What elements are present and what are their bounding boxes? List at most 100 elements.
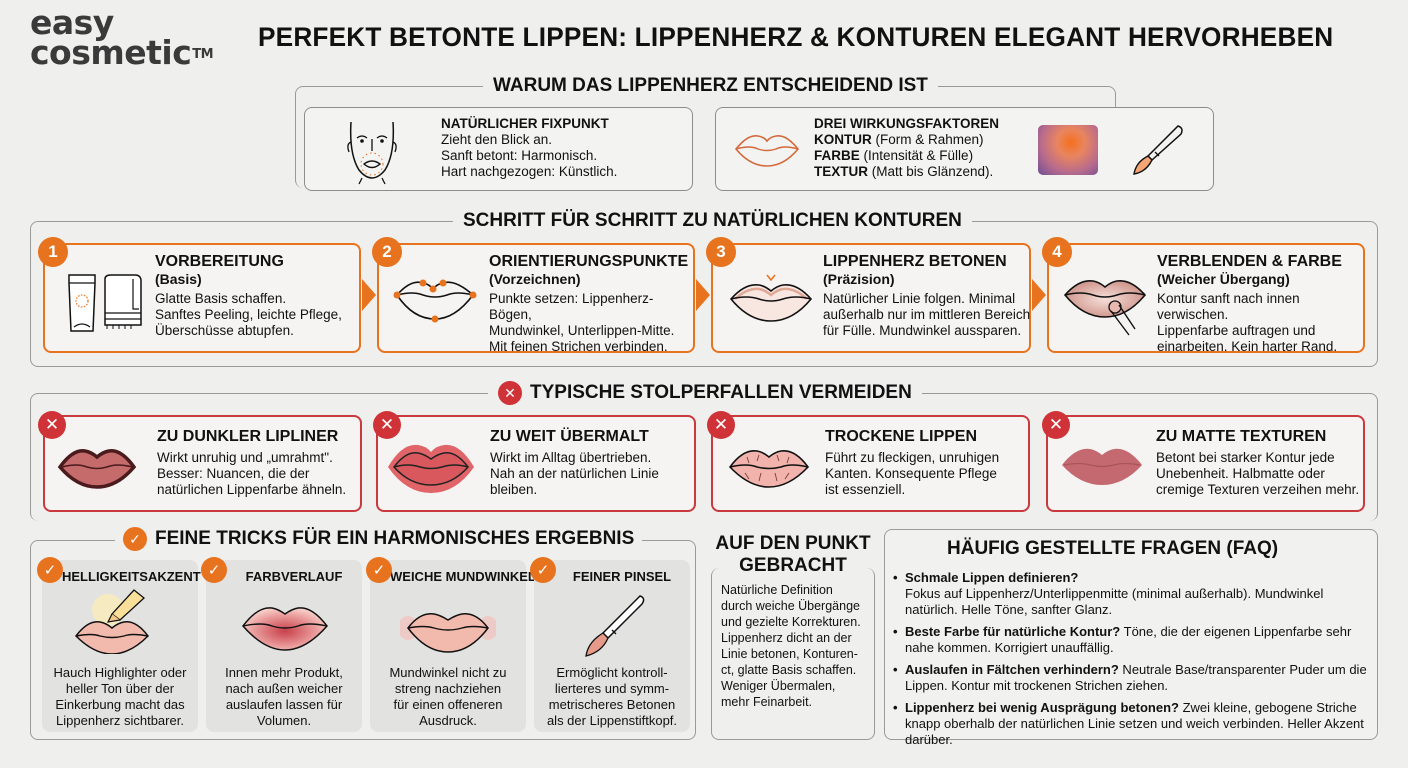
fixpoint-line: Zieht den Blick an. [441, 132, 553, 147]
step-subheading: (Basis) [155, 271, 202, 287]
brush-icon [1133, 125, 1183, 175]
step-line: Mit feinen Strichen verbinden. [489, 339, 668, 354]
trick-line: Volumen. [256, 713, 312, 728]
trick-card-3: WEICHE MUNDWINKEL Mundwinkel nicht zu st… [370, 560, 536, 732]
trick-line: heller Ton über der [65, 681, 175, 696]
error-x-icon: ✕ [707, 411, 735, 439]
step-card-2: ORIENTIERUNGSPUNKTE (Vorzeichnen) Punkte… [377, 243, 695, 354]
trick-heading: FARBVERLAUF [245, 569, 343, 584]
trick-line: metrischeres Betonen [548, 697, 676, 712]
trick-card-4: FEINER PINSEL Ermöglicht kontroll- liert… [534, 560, 690, 732]
factor-kontur: KONTUR (Form & Rahmen) [814, 132, 984, 147]
step-line: Punkte setzen: Lippenherz-Bögen, [489, 291, 654, 322]
step-line: außerhalb nur im mittleren Bereich [823, 307, 1031, 322]
step-line: Kontur sanft nach innen verwischen. [1157, 291, 1300, 322]
step-number-badge: 3 [706, 237, 736, 267]
faq-box: HÄUFIG GESTELLTE FRAGEN (FAQ) Schmale Li… [884, 529, 1378, 747]
step-subheading: (Präzision) [823, 271, 895, 287]
factors-heading: DREI WIRKUNGSFAKTOREN [814, 116, 1000, 131]
step-heading: VERBLENDEN & FARBE [1157, 253, 1342, 270]
trademark: TM [192, 47, 214, 62]
trick-line: als der Lippenstiftkopf. [546, 713, 678, 728]
pitfall-line: ist essenziell. [825, 482, 906, 497]
page-title: PERFEKT BETONTE LIPPEN: LIPPENHERZ & KON… [258, 22, 1334, 52]
trick-heading: HELLIGKEITSAKZENT [62, 569, 201, 584]
tube-and-towel-icon [68, 274, 142, 332]
step-line: Sanftes Peeling, leichte Pflege, [155, 307, 342, 322]
lips-overdrawn-icon [388, 444, 474, 493]
check-circle-icon: ✓ [201, 557, 227, 583]
pitfall-line: natürlichen Lippenfarbe ähneln. [157, 482, 347, 497]
trick-line: Hauch Highlighter oder [53, 665, 187, 680]
trick-line: Innen mehr Produkt, [225, 665, 343, 680]
summary-box [711, 568, 875, 740]
pitfall-heading: ZU DUNKLER LIPLINER [157, 428, 339, 445]
check-circle-icon: ✓ [123, 527, 147, 551]
step-heading: VORBEREITUNG [155, 253, 284, 270]
soft-corners-lips-icon [400, 613, 496, 653]
faq-item: Schmale Lippen definieren?Fokus auf Lipp… [893, 570, 1373, 618]
pitfall-line: Wirkt im Alltag übertrieben. [490, 450, 652, 465]
pitfall-line: bleiben. [490, 482, 538, 497]
tricks-section-title: FEINE TRICKS FÜR EIN HARMONISCHES ERGEBN… [155, 528, 635, 550]
step-subheading: (Weicher Übergang) [1157, 271, 1290, 287]
step-number-badge: 1 [38, 237, 68, 267]
summary-title: AUF DEN PUNKT GEBRACHT [715, 533, 871, 576]
faq-title: HÄUFIG GESTELLTE FRAGEN (FAQ) [947, 538, 1279, 559]
check-circle-icon: ✓ [530, 557, 556, 583]
color-swatch-icon [1038, 125, 1098, 175]
step-arrow-icon [1032, 279, 1046, 311]
trick-card-1: HELLIGKEITSAKZENT Hauch Highlighter oder… [42, 560, 201, 732]
step-card-1: VORBEREITUNG (Basis) Glatte Basis schaff… [43, 243, 361, 353]
step-line: Überschüsse abtupfen. [155, 323, 294, 338]
steps-section-title: SCHRITT FÜR SCHRITT ZU NATÜRLICHEN KONTU… [453, 210, 972, 232]
tricks-title-wrap: ✓ FEINE TRICKS FÜR EIN HARMONISCHES ERGE… [115, 527, 643, 551]
highlighter-lips-icon [75, 589, 149, 654]
fixpoint-line: Sanft betont: Harmonisch. [441, 148, 598, 163]
why-card-factors: DREI WIRKUNGSFAKTOREN KONTUR (Form & Rah… [715, 107, 1214, 191]
lips-dark-liner-icon [57, 449, 137, 489]
pitfalls-title-wrap: ✕ TYPISCHE STOLPERFALLEN VERMEIDEN [488, 381, 922, 405]
step-heading: LIPPENHERZ BETONEN [823, 253, 1007, 270]
trick-line: Einkerbung macht das [55, 697, 185, 712]
pitfall-card-4: ZU MATTE TEXTUREN Betont bei starker Kon… [1046, 415, 1365, 512]
check-circle-icon: ✓ [366, 557, 392, 583]
pitfalls-section-title: TYPISCHE STOLPERFALLEN VERMEIDEN [530, 382, 912, 404]
faq-item: Lippenherz bei wenig Ausprägung betonen?… [893, 700, 1373, 748]
step-line: Lippenfarbe auftragen und [1157, 323, 1316, 338]
pitfall-line: Führt zu fleckigen, unruhigen [825, 450, 1000, 465]
factor-farbe: FARBE (Intensität & Fülle) [814, 148, 974, 163]
logo-line-2: cosmetic [30, 33, 192, 72]
pitfall-line: Kanten. Konsequente Pflege [825, 466, 997, 481]
brand-logo: easy cosmeticTM [30, 3, 214, 69]
lips-blend-icon [1063, 279, 1147, 336]
faq-item: Beste Farbe für natürliche Kontur? Töne,… [893, 624, 1373, 656]
step-arrow-icon [696, 279, 710, 311]
step-line: Mundwinkel, Unterlippen-Mitte. [489, 323, 675, 338]
step-heading: ORIENTIERUNGSPUNKTE [489, 253, 689, 270]
step-line: einarbeiten. Kein harter Rand. [1157, 339, 1338, 354]
step-number-badge: 2 [372, 237, 402, 267]
trick-heading: WEICHE MUNDWINKEL [390, 569, 536, 584]
pitfall-card-1: ZU DUNKLER LIPLINER Wirkt unruhig und „u… [43, 415, 362, 512]
face-icon [347, 121, 397, 185]
pitfall-card-2: ZU WEIT ÜBERMALT Wirkt im Alltag übertri… [376, 415, 696, 512]
lips-points-icon [393, 279, 477, 323]
trick-heading: FEINER PINSEL [572, 569, 672, 584]
check-circle-icon: ✓ [37, 557, 63, 583]
trick-line: nach außen weicher [225, 681, 343, 696]
fixpoint-line: Hart nachgezogen: Künstlich. [441, 164, 618, 179]
warning-x-icon: ✕ [498, 381, 522, 405]
pitfall-heading: ZU MATTE TEXTUREN [1156, 428, 1327, 445]
faq-item: Auslaufen in Fältchen verhindern? Neutra… [893, 662, 1373, 694]
trick-line: Lippenherz sichtbarer. [56, 713, 184, 728]
pitfall-line: cremige Texturen verzeihen mehr. [1156, 482, 1360, 497]
logo-line-1: easy [30, 3, 114, 42]
fine-brush-icon [585, 595, 645, 657]
lips-matte-icon [1062, 448, 1142, 485]
step-number-badge: 4 [1042, 237, 1072, 267]
step-line: Glatte Basis schaffen. [155, 291, 287, 306]
pitfall-line: Wirkt unruhig und „umrahmt". [157, 450, 333, 465]
pitfall-heading: ZU WEIT ÜBERMALT [490, 428, 649, 445]
trick-line: auslaufen lassen für [225, 697, 343, 712]
